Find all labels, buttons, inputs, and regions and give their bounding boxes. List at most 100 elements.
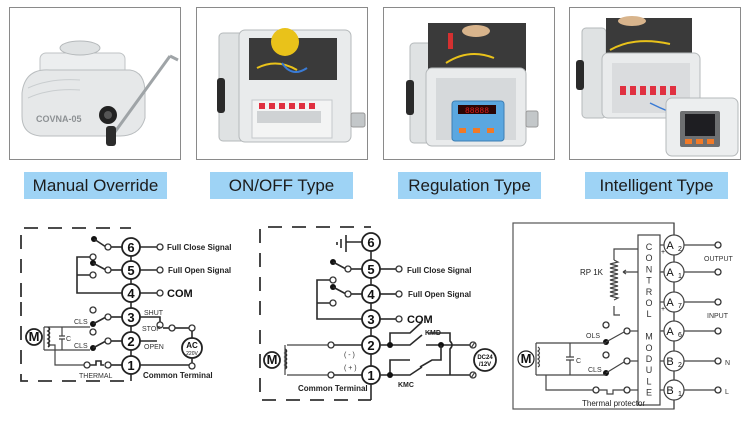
svg-text:M: M — [521, 351, 532, 366]
svg-text:/12V: /12V — [479, 362, 491, 368]
motor-winding — [46, 326, 51, 348]
neutral-label: N — [725, 360, 730, 367]
terminal-5 — [121, 260, 141, 280]
svg-text:M: M — [29, 329, 40, 344]
label-regulation-type: Regulation Type — [398, 172, 541, 199]
svg-text:2: 2 — [367, 338, 374, 353]
potentiometer-label: RP 1K — [580, 268, 604, 277]
relay-kmd-label: KMD — [425, 330, 441, 337]
supply-terminals — [469, 341, 477, 379]
full-open-signal-label: Full Open Signal — [168, 266, 231, 275]
relay-network — [380, 321, 470, 378]
thermal-protector-label: Thermal protector — [582, 399, 645, 408]
thermal-label: THERMAL — [79, 373, 113, 380]
module-letter: R — [646, 287, 653, 297]
terminal-subscript: 2 — [678, 362, 682, 369]
svg-text:C: C — [576, 358, 581, 365]
ground-icon — [336, 235, 362, 252]
terminal-subscript: 7 — [678, 303, 682, 310]
terminal-6 — [121, 237, 141, 257]
label-onoff-type: ON/OFF Type — [210, 172, 353, 199]
capacitor — [566, 343, 574, 375]
label-manual-override: Manual Override — [24, 172, 167, 199]
module-letter: D — [646, 354, 653, 364]
full-close-signal-label: Full Close Signal — [167, 243, 231, 252]
svg-text:5: 5 — [127, 263, 134, 278]
capacitor — [59, 327, 65, 350]
output-node — [714, 298, 722, 306]
svg-text:3: 3 — [127, 310, 134, 325]
actuator-intelligent-illustration — [576, 16, 739, 157]
wiring-diagram-dc: 6 5 Full Close Signal 4 Full Open Signal… — [259, 226, 497, 401]
wiring-diagram-onoff: 6 Full Close Signal 5 Full Open Signal 4… — [20, 227, 231, 382]
output-node — [714, 386, 722, 394]
terminal-5 — [361, 259, 381, 279]
svg-text:1: 1 — [367, 368, 374, 383]
photo-regulation-type: 88888 — [383, 7, 555, 160]
polarity-sign: + — [661, 249, 665, 256]
cls-label: CLS — [588, 367, 602, 374]
output-label: OUTPUT — [704, 256, 734, 263]
module-letter: O — [645, 298, 652, 308]
control-module — [637, 234, 661, 406]
motor-symbol — [517, 350, 535, 368]
actuator-manual-override-illustration: COVNA-05 — [21, 40, 179, 146]
potentiometer — [609, 259, 620, 301]
terminal-label: A — [666, 326, 674, 338]
ols-label: OLS — [586, 333, 600, 340]
display-readout: 88888 — [465, 107, 489, 116]
module-letter: E — [646, 388, 652, 398]
cls-lower-label: CLS — [74, 343, 88, 350]
actuator-onoff-illustration — [217, 28, 366, 143]
module-letter: O — [645, 253, 652, 263]
device-marking: COVNA-05 — [36, 114, 82, 124]
stop-label: STOP — [142, 326, 161, 333]
photo-manual-override: COVNA-05 — [9, 7, 181, 160]
label-intelligent-type: Intelligent Type — [585, 172, 728, 199]
motor-symbol — [263, 351, 281, 369]
terminal-6 — [361, 232, 381, 252]
common-terminal-label: Common Terminal — [298, 384, 368, 393]
thermal-switch — [90, 360, 104, 366]
svg-text:AC: AC — [186, 341, 198, 350]
terminal-label: A — [666, 267, 674, 279]
polarity-minus: ( - ) — [344, 352, 355, 359]
terminal-subscript: 1 — [678, 391, 682, 398]
svg-text:4: 4 — [367, 287, 375, 302]
terminal-label: B — [666, 356, 673, 368]
module-letter: U — [646, 365, 653, 375]
svg-text:2: 2 — [127, 334, 134, 349]
module-letter: C — [646, 242, 653, 252]
open-label: OPEN — [144, 344, 164, 351]
shut-label: SHUT — [144, 310, 164, 317]
terminal-subscript: 1 — [678, 273, 682, 280]
svg-text:6: 6 — [127, 240, 134, 255]
module-letter: L — [646, 376, 651, 386]
module-letter: N — [646, 264, 653, 274]
full-open-signal-label: Full Open Signal — [408, 290, 471, 299]
terminal-label: B — [666, 385, 673, 397]
photo-onoff-type — [196, 7, 368, 160]
module-letter: L — [646, 309, 651, 319]
module-letter: O — [645, 343, 652, 353]
terminal-label: A — [666, 297, 674, 309]
terminal-subscript: 6 — [678, 332, 682, 339]
terminal-3 — [361, 309, 381, 329]
output-node — [714, 357, 722, 365]
terminal-2 — [121, 331, 141, 351]
actuator-regulation-illustration: 88888 — [406, 23, 539, 147]
dc-supply — [473, 348, 497, 372]
thermal-protector — [599, 389, 624, 395]
svg-text:DC24: DC24 — [477, 355, 493, 361]
full-close-signal-label: Full Close Signal — [407, 266, 471, 275]
photo-intelligent-type — [569, 7, 741, 160]
terminal-4 — [361, 284, 381, 304]
svg-text:5: 5 — [367, 262, 374, 277]
polarity-plus: ( + ) — [344, 365, 357, 372]
polarity-sign: + — [661, 306, 665, 313]
svg-text:220V: 220V — [186, 351, 198, 357]
output-node — [714, 327, 722, 335]
